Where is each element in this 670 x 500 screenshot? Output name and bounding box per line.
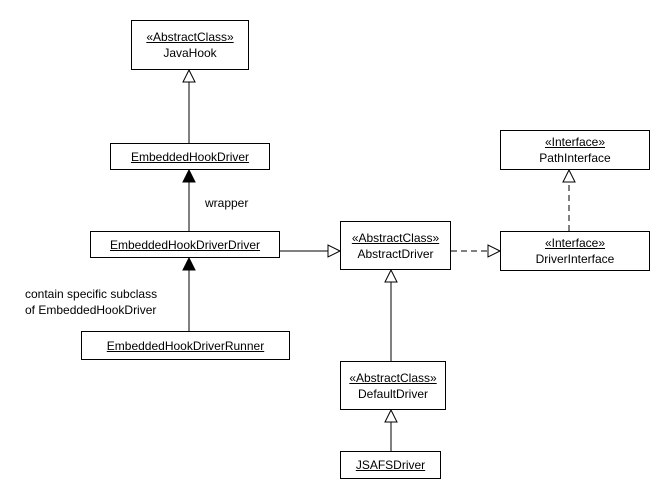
hollow-arrowhead-absdriver-left bbox=[327, 244, 342, 258]
class-name: AbstractDriver bbox=[357, 246, 434, 261]
class-abstractdriver[interactable]: «AbstractClass» AbstractDriver bbox=[340, 221, 451, 270]
class-jsafsdriver[interactable]: JSAFSDriver bbox=[340, 451, 441, 479]
hollow-arrowhead-absdriver-bottom bbox=[384, 268, 398, 283]
class-embeddedhookdriverrunner[interactable]: EmbeddedHookDriverRunner bbox=[81, 331, 290, 360]
interface-pathinterface[interactable]: «Interface» PathInterface bbox=[500, 130, 650, 170]
stereotype-label: «AbstractClass» bbox=[146, 30, 234, 44]
class-name: DriverInterface bbox=[535, 252, 615, 266]
stereotype-label: «Interface» bbox=[544, 236, 606, 250]
hollow-arrowhead-javahook bbox=[182, 68, 196, 83]
label-contain-line2: of EmbeddedHookDriver bbox=[25, 303, 157, 317]
stereotype-label: «AbstractClass» bbox=[349, 370, 437, 385]
class-name: EmbeddedHookDriverRunner bbox=[106, 338, 265, 353]
filled-arrowhead-ehd bbox=[182, 168, 196, 183]
interface-driverinterface[interactable]: «Interface» DriverInterface bbox=[500, 231, 650, 271]
label-contain-line1: contain specific subclass bbox=[25, 287, 158, 301]
class-embeddedhookdriver[interactable]: EmbeddedHookDriver bbox=[110, 143, 270, 170]
class-name: DefaultDriver bbox=[357, 386, 429, 401]
class-name: EmbeddedHookDriver bbox=[130, 149, 250, 164]
stereotype-label: «AbstractClass» bbox=[351, 230, 440, 245]
filled-arrowhead-ehdd bbox=[182, 256, 196, 271]
label-wrapper: wrapper bbox=[205, 196, 249, 210]
hollow-arrowhead-defdriver bbox=[384, 408, 398, 423]
class-javahook[interactable]: «AbstractClass» JavaHook bbox=[131, 20, 249, 70]
stereotype-label: «Interface» bbox=[544, 135, 606, 149]
class-name: EmbeddedHookDriverDriver bbox=[109, 237, 261, 252]
hollow-arrowhead-driverif bbox=[487, 244, 502, 258]
hollow-arrowhead-pathif bbox=[562, 168, 576, 183]
class-name: JSAFSDriver bbox=[355, 458, 426, 472]
class-embeddedhookdriverdriver[interactable]: EmbeddedHookDriverDriver bbox=[90, 231, 280, 258]
class-name: JavaHook bbox=[163, 46, 217, 60]
class-name: PathInterface bbox=[539, 151, 611, 165]
class-defaultdriver[interactable]: «AbstractClass» DefaultDriver bbox=[340, 361, 446, 410]
